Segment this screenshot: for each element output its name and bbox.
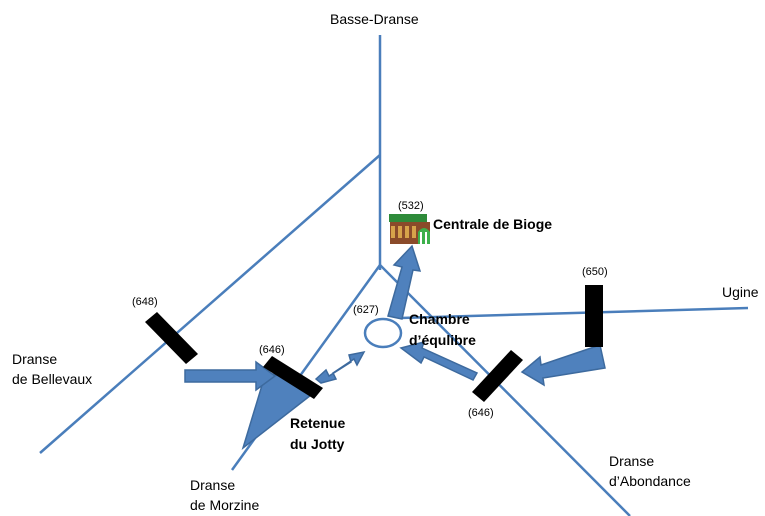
river-dranse-bellevaux <box>39 154 381 454</box>
elevation-dam-ugine: (650) <box>582 266 608 278</box>
label-basse-dranse: Basse-Dranse <box>330 11 419 27</box>
river-ugine <box>399 306 749 320</box>
label-abondance-line2: d’Abondance <box>609 473 691 489</box>
label-abondance-line1: Dranse <box>609 453 654 469</box>
dam-jotty <box>263 356 323 399</box>
flow-arrow-bellevaux <box>184 360 277 392</box>
dam-abondance <box>472 350 523 402</box>
elevation-centrale: (532) <box>398 200 424 212</box>
elevation-dam-jotty: (646) <box>259 344 285 356</box>
dam-bellevaux <box>145 312 198 364</box>
label-bellevaux-line1: Dranse <box>12 351 57 367</box>
label-morzine-line1: Dranse <box>190 477 235 493</box>
elevation-dam-bellevaux: (648) <box>132 296 158 308</box>
flow-arrow-ugine <box>520 344 606 387</box>
power-plant-icon <box>389 214 430 244</box>
label-bellevaux-line2: de Bellevaux <box>12 371 92 387</box>
flow-arrow-abondance-chamber <box>399 340 479 381</box>
dam-ugine <box>585 285 603 347</box>
chambre-equilibre-circle <box>363 317 403 349</box>
elevation-dam-abondance: (646) <box>468 407 494 419</box>
label-retenue-line1: Retenue <box>290 415 345 431</box>
label-retenue-line2: du Jotty <box>290 436 345 452</box>
label-centrale: Centrale de Bioge <box>433 216 552 232</box>
river-dranse-abondance <box>379 264 631 516</box>
flow-arrow-chamber-centrale <box>387 244 422 320</box>
label-chambre-line1: Chambre <box>409 311 470 327</box>
label-chambre-line2: d’équlibre <box>409 332 476 348</box>
label-morzine-line2: de Morzine <box>190 497 259 513</box>
elevation-chambre: (627) <box>353 304 379 316</box>
label-ugine: Ugine <box>722 284 759 300</box>
flow-arrow-jotty-chamber <box>314 350 366 384</box>
